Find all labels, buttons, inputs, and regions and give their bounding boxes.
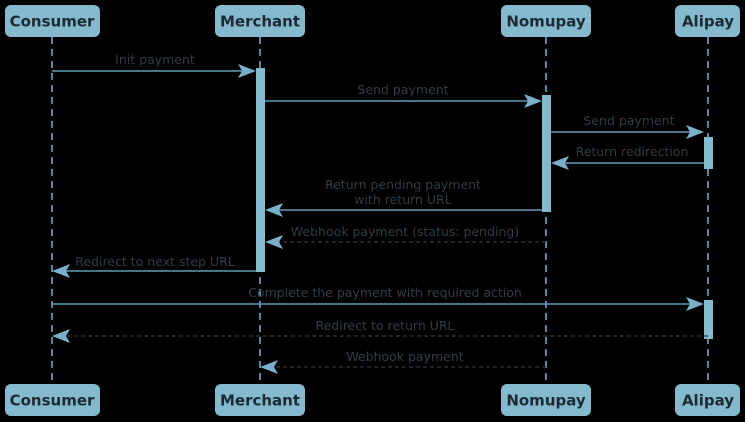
message-2-send-payment: Send payment [265,82,542,108]
message-10-webhook-payment: Webhook payment [260,349,546,374]
participant-nomupay-bottom[interactable]: Nomupay [501,384,591,416]
message-1-arrowhead [238,64,256,78]
participant-consumer-top[interactable]: Consumer [5,5,100,37]
message-3-send-payment: Send payment [551,113,704,139]
participant-merchant-bottom-box[interactable] [215,384,305,416]
message-2-label: Send payment [357,82,448,97]
message-5-return-pending-payment: Return pending payment with return URL [265,177,542,217]
message-1-init-payment: Init payment [52,52,256,78]
message-9-redirect-return-url: Redirect to return URL [52,318,708,343]
activation-bar-alipay-1 [704,137,713,169]
participant-nomupay-top-label: Nomupay [506,13,586,31]
message-7-arrowhead [52,264,70,278]
activation-bar-alipay-2 [704,300,713,339]
message-10-label: Webhook payment [346,349,463,364]
participant-merchant-top[interactable]: Merchant [215,5,305,37]
participant-consumer-bottom-box[interactable] [5,384,100,416]
participant-alipay-bottom-label: Alipay [682,392,734,410]
message-3-arrowhead [686,125,704,139]
participant-nomupay-top[interactable]: Nomupay [501,5,591,37]
participant-headers-bottom: Consumer Merchant Nomupay Alipay [5,384,740,416]
participant-headers-top: Consumer Merchant Nomupay Alipay [5,5,740,37]
participant-consumer-top-label: Consumer [10,13,95,31]
message-2-arrowhead [524,94,542,108]
participant-nomupay-bottom-box[interactable] [501,384,591,416]
message-5-arrowhead [265,203,283,217]
participant-merchant-top-label: Merchant [220,13,300,31]
message-4-return-redirection: Return redirection [551,144,704,170]
message-8-arrowhead [686,297,704,311]
message-9-arrowhead [52,329,70,343]
participant-alipay-bottom-box[interactable] [675,384,740,416]
message-1-label: Init payment [115,52,195,67]
message-8-label: Complete the payment with required actio… [248,285,522,300]
message-10-arrowhead [260,360,278,374]
message-7-label: Redirect to next step URL [75,254,235,269]
message-4-arrowhead [551,156,569,170]
participant-merchant-bottom-label: Merchant [220,392,300,410]
participant-nomupay-bottom-label: Nomupay [506,392,586,410]
message-6-webhook-payment-pending: Webhook payment (status: pending) [265,224,546,249]
message-8-complete-payment: Complete the payment with required actio… [52,285,704,311]
message-3-label: Send payment [583,113,674,128]
message-5-label-line1: Return pending payment [325,177,481,192]
message-5-label-line2: with return URL [354,192,452,207]
activation-bar-nomupay [542,95,551,212]
message-9-label: Redirect to return URL [315,318,454,333]
participant-alipay-top[interactable]: Alipay [675,5,740,37]
participant-alipay-bottom[interactable]: Alipay [675,384,740,416]
participant-consumer-bottom-label: Consumer [10,392,95,410]
participant-alipay-top-box[interactable] [675,5,740,37]
message-4-label: Return redirection [576,144,689,159]
activation-bar-merchant [256,68,265,272]
message-6-arrowhead [265,235,283,249]
participant-consumer-top-box[interactable] [5,5,100,37]
activation-bars-group [256,68,713,339]
participant-consumer-bottom[interactable]: Consumer [5,384,100,416]
participant-merchant-bottom[interactable]: Merchant [215,384,305,416]
participant-merchant-top-box[interactable] [215,5,305,37]
participant-nomupay-top-box[interactable] [501,5,591,37]
participant-alipay-top-label: Alipay [682,13,734,31]
message-6-label: Webhook payment (status: pending) [291,224,520,239]
message-7-redirect-next-step: Redirect to next step URL [52,254,256,278]
